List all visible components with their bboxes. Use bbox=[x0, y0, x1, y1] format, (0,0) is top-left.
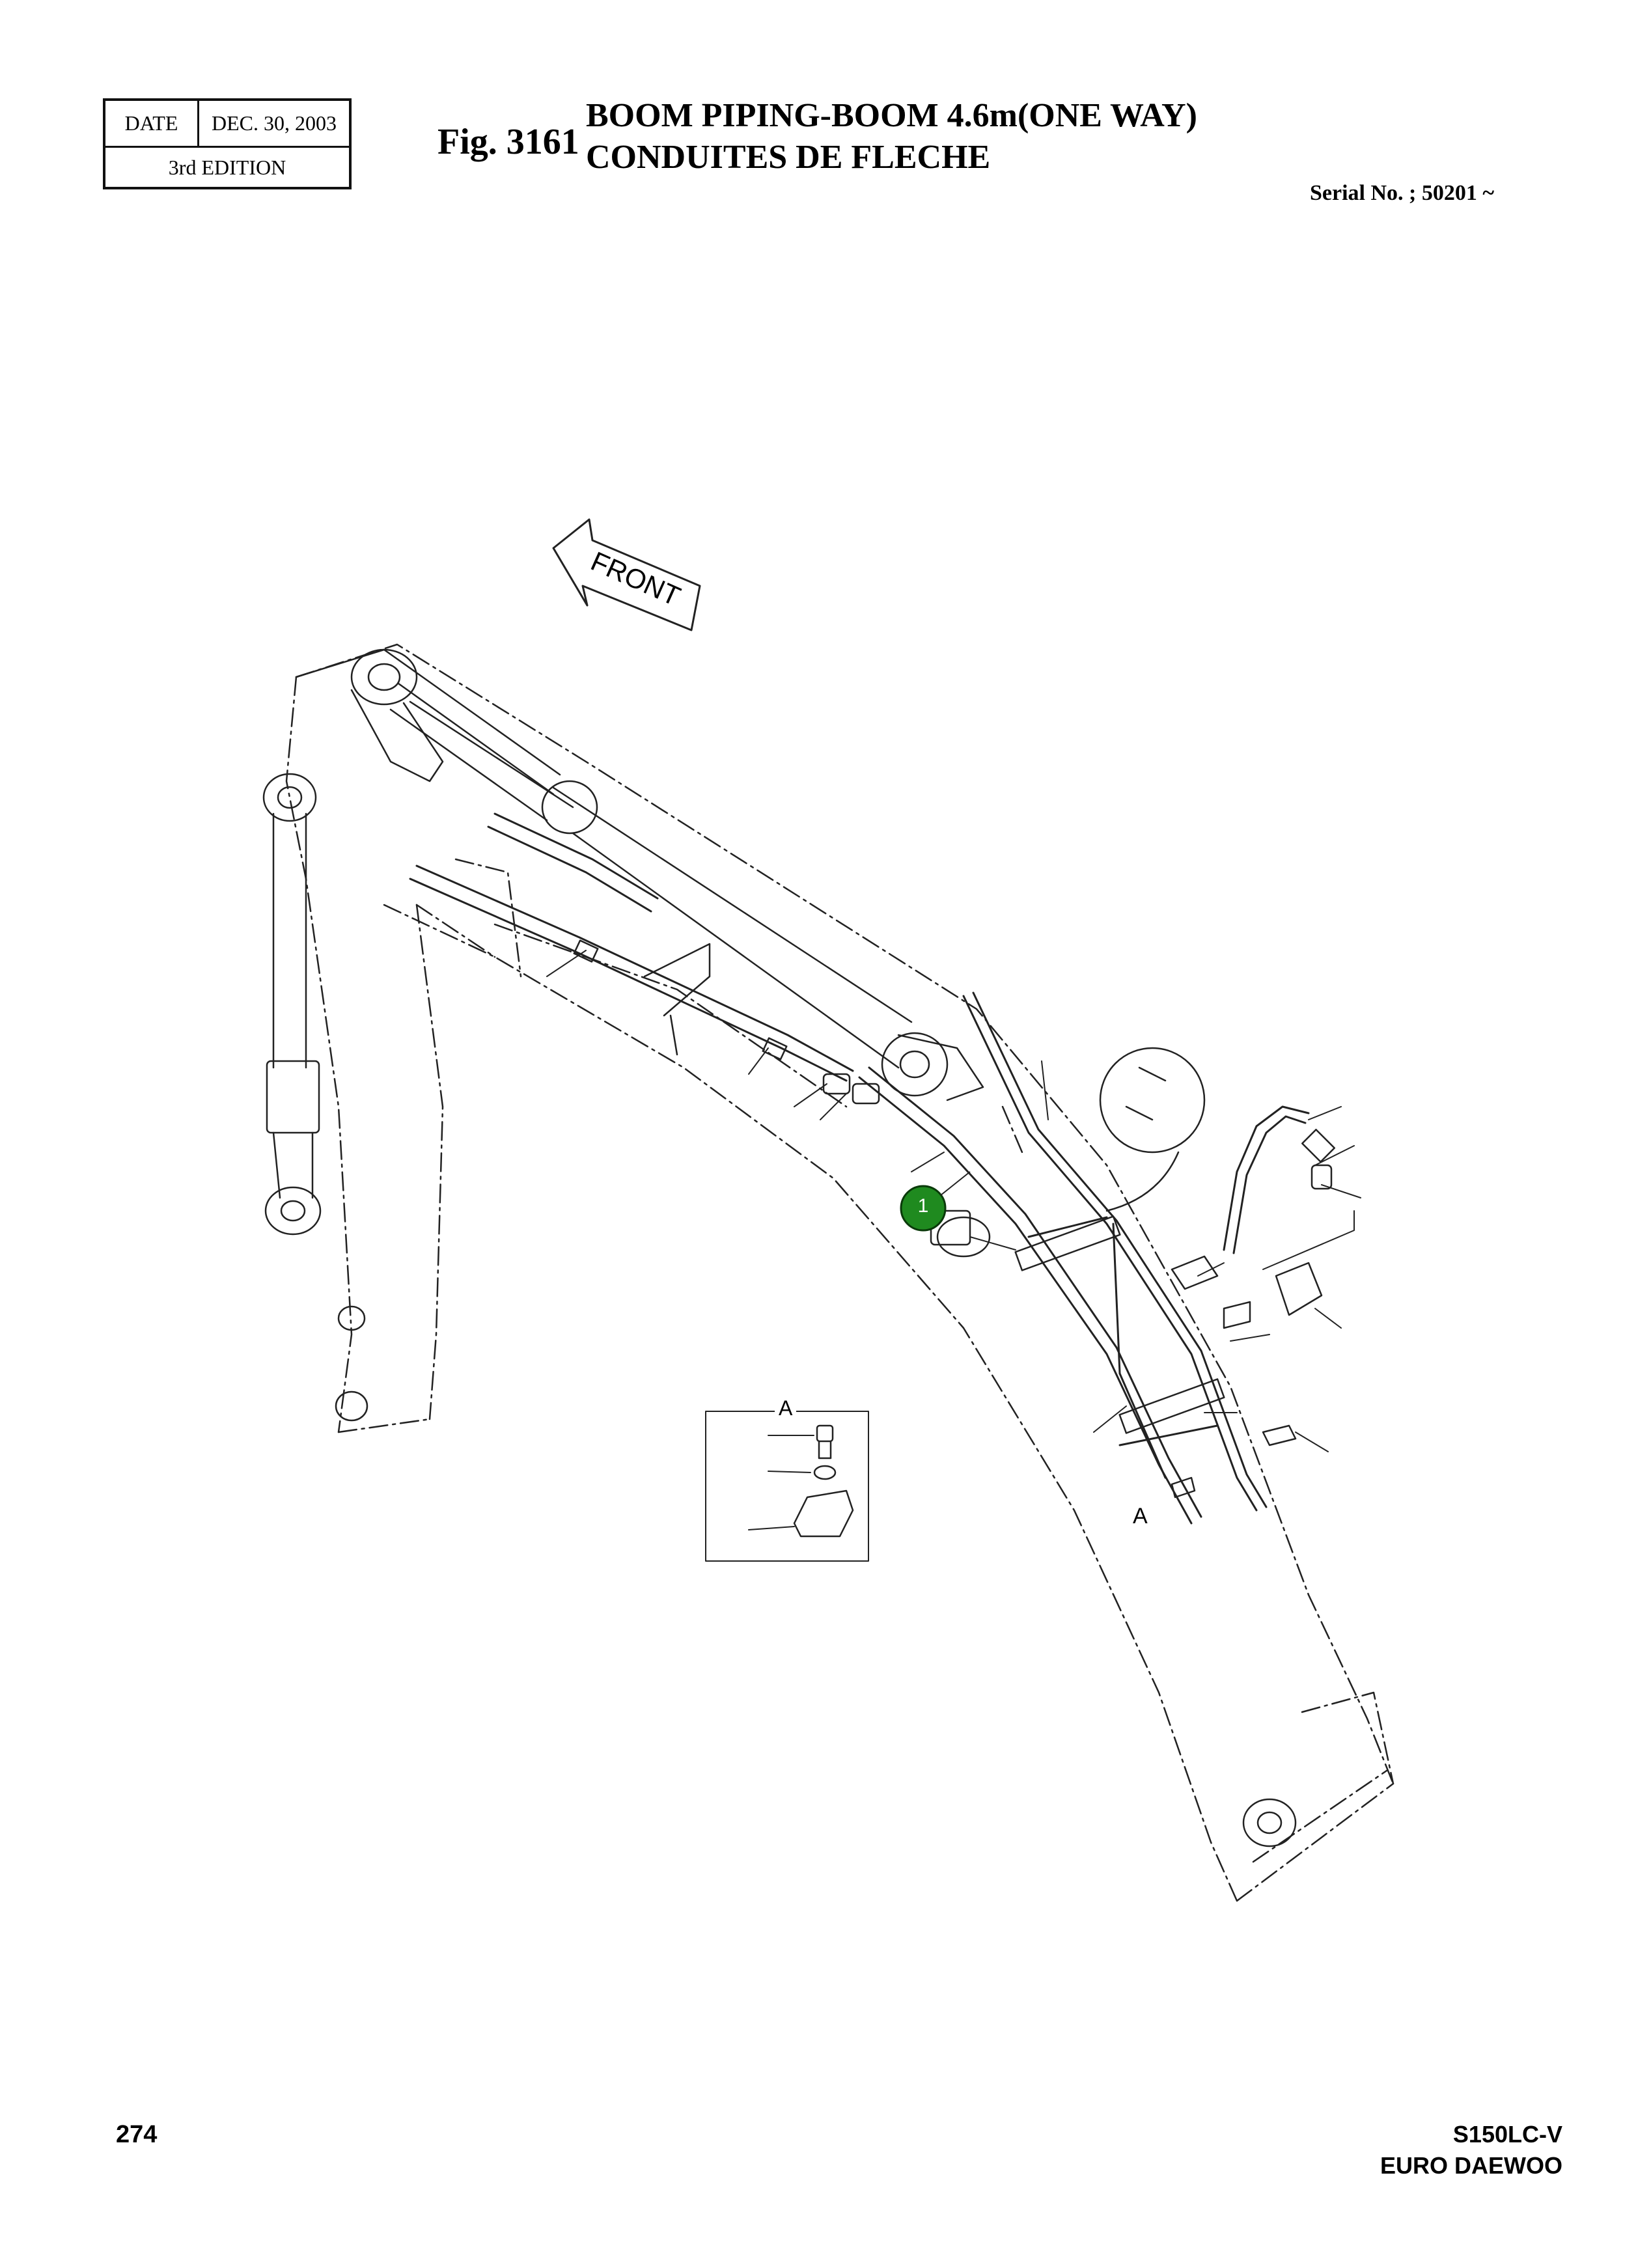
boom-cylinder bbox=[389, 682, 984, 1101]
callout-1 bbox=[900, 1171, 971, 1232]
pipe-lines bbox=[409, 812, 1268, 1525]
model-name: S150LC-V bbox=[1452, 2121, 1562, 2148]
edition-box-row-date: DATE DEC. 30, 2003 bbox=[105, 101, 349, 148]
callout-1-label: 1 bbox=[917, 1195, 929, 1217]
boom-body bbox=[285, 643, 1394, 1902]
date-value: DEC. 30, 2003 bbox=[212, 111, 337, 135]
page-title-french: CONDUITES DE FLECHE bbox=[586, 139, 991, 176]
arm-cylinder bbox=[262, 773, 322, 1236]
edition-label: 3rd EDITION bbox=[168, 155, 286, 179]
arm-pins bbox=[335, 1216, 1297, 1847]
leader-lines bbox=[546, 950, 1361, 1452]
detail-magnifier bbox=[1099, 1047, 1206, 1212]
date-label: DATE bbox=[105, 101, 199, 146]
figure-number: Fig. 3161 bbox=[437, 122, 579, 162]
page-title-english: BOOM PIPING-BOOM 4.6m(ONE WAY) bbox=[586, 97, 1197, 134]
serial-number: Serial No. ; 50201 ~ bbox=[1310, 181, 1495, 205]
brand-name: EURO DAEWOO bbox=[1380, 2152, 1562, 2179]
hose-and-fittings bbox=[1171, 1105, 1335, 1499]
pipe-clamps bbox=[573, 939, 1225, 1434]
detail-a-reference: A bbox=[1133, 1504, 1148, 1528]
front-arrow bbox=[552, 518, 701, 631]
detail-a-title: A bbox=[775, 1396, 797, 1420]
page-number: 274 bbox=[116, 2121, 158, 2148]
detail-a-inset bbox=[705, 1411, 869, 1562]
edition-box: DATE DEC. 30, 2003 3rd EDITION bbox=[103, 98, 352, 189]
